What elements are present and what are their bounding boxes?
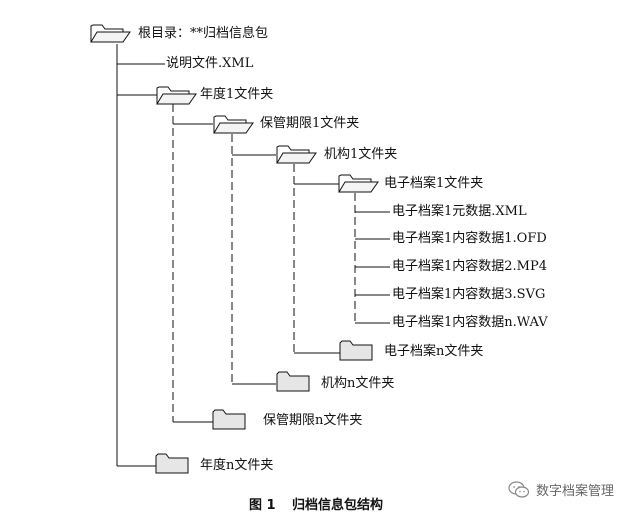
figure-caption: 图 1 归档信息包结构 <box>0 494 632 513</box>
orgN-folder-label: 机构n文件夹 <box>321 376 395 391</box>
figure-number: 图 1 <box>248 498 276 513</box>
readme-file-label: 说明文件.XML <box>166 56 254 71</box>
file-label-1: 电子档案1元数据.XML <box>392 204 527 219</box>
retention1-folder-label: 保管期限1文件夹 <box>260 116 360 131</box>
watermark: 数字档案管理 <box>508 480 614 499</box>
open-folder-icon <box>276 145 317 164</box>
closed-folder-icon <box>339 340 373 361</box>
wechat-icon <box>508 480 530 498</box>
closed-folder-icon <box>212 409 246 430</box>
file-label-4: 电子档案1内容数据3.SVG <box>392 287 546 302</box>
recordN-folder-label: 电子档案n文件夹 <box>384 344 484 359</box>
closed-folder-icon <box>276 371 310 392</box>
open-folder-icon <box>90 24 131 43</box>
year1-folder-label: 年度1文件夹 <box>200 87 274 102</box>
watermark-text: 数字档案管理 <box>535 484 614 499</box>
record1-folder-label: 电子档案1文件夹 <box>384 176 484 191</box>
open-folder-icon <box>338 174 379 193</box>
retentionN-folder-label: 保管期限n文件夹 <box>263 413 363 428</box>
open-folder-icon <box>156 86 197 105</box>
yearN-folder-label: 年度n文件夹 <box>200 458 274 473</box>
file-label-2: 电子档案1内容数据1.OFD <box>392 231 547 246</box>
file-label-5: 电子档案1内容数据n.WAV <box>392 315 548 330</box>
figure-title: 归档信息包结构 <box>292 498 384 513</box>
closed-folder-icon <box>155 453 189 474</box>
org1-folder-label: 机构1文件夹 <box>324 147 398 162</box>
open-folder-icon <box>213 115 254 134</box>
root-folder-label: 根目录：**归档信息包 <box>138 26 269 41</box>
file-label-3: 电子档案1内容数据2.MP4 <box>392 259 548 274</box>
